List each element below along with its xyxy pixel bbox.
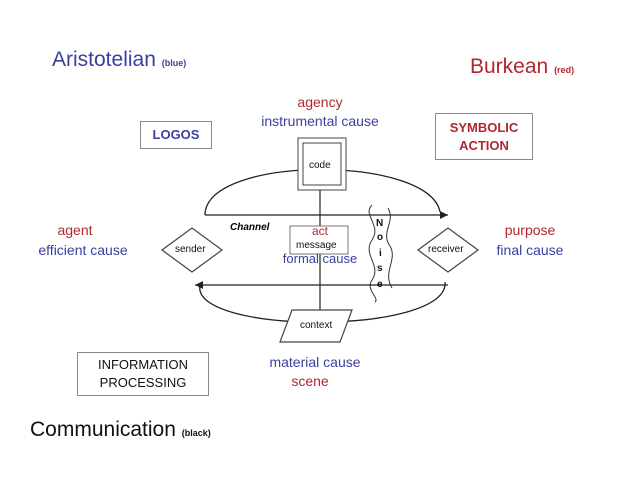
- sender-diamond: [160, 227, 224, 273]
- noise-letter-e: e: [377, 279, 383, 290]
- communication-title: Communication: [30, 418, 176, 441]
- noise-bracket-right: [386, 207, 393, 289]
- symbolic-label-line1: SYMBOLIC: [449, 119, 519, 135]
- material-cause-label: material cause: [269, 354, 361, 370]
- logos-label: LOGOS: [152, 127, 200, 142]
- agency-label: agency: [297, 94, 343, 110]
- channel-label: Channel: [230, 222, 270, 233]
- noise-letter-n: N: [376, 218, 384, 229]
- message-box: [289, 225, 349, 255]
- aristotelian-tag: (blue): [161, 58, 187, 68]
- aristotelian-title: Aristotelian: [52, 48, 156, 71]
- burkean-heading: Burkean (red): [470, 55, 574, 79]
- message-label: message: [296, 240, 337, 251]
- feedback-arrowhead: [195, 281, 203, 289]
- info-label-line2: PROCESSING: [99, 375, 187, 390]
- noise-bracket: [368, 204, 377, 303]
- receiver-diamond: [416, 227, 480, 273]
- sender-label: sender: [175, 244, 206, 255]
- efficient-cause-label: efficient cause: [38, 242, 128, 258]
- symbolic-label-line2: ACTION: [459, 137, 509, 153]
- act-label: act: [311, 224, 328, 238]
- burkean-tag: (red): [554, 65, 575, 75]
- logos-box: LOGOS: [140, 121, 212, 149]
- symbolic-action-box: SYMBOLIC ACTION: [435, 113, 533, 160]
- instrumental-cause-label: instrumental cause: [261, 113, 379, 129]
- noise-letter-o: o: [377, 232, 384, 243]
- code-box-outer: [297, 137, 347, 191]
- noise-letter-s: s: [377, 263, 383, 274]
- code-label: code: [309, 160, 331, 171]
- agent-label: agent: [57, 222, 93, 238]
- final-cause-label: final cause: [496, 242, 564, 258]
- communication-tag: (black): [181, 428, 211, 438]
- purpose-label: purpose: [504, 222, 556, 238]
- burkean-title: Burkean: [470, 55, 549, 78]
- top-arrowhead: [440, 211, 448, 219]
- info-label-line1: INFORMATION: [97, 357, 189, 372]
- communication-heading: Communication (black): [30, 418, 211, 442]
- formal-cause-label: formal cause: [282, 251, 358, 266]
- context-label: context: [300, 320, 333, 331]
- receiver-label: receiver: [428, 244, 464, 255]
- code-box-inner: [302, 142, 342, 186]
- aristotelian-heading: Aristotelian (blue): [52, 48, 186, 72]
- information-processing-box: INFORMATION PROCESSING: [77, 352, 209, 396]
- scene-label: scene: [291, 373, 329, 389]
- noise-letter-i: i: [379, 248, 382, 259]
- context-parallelogram: [279, 309, 353, 343]
